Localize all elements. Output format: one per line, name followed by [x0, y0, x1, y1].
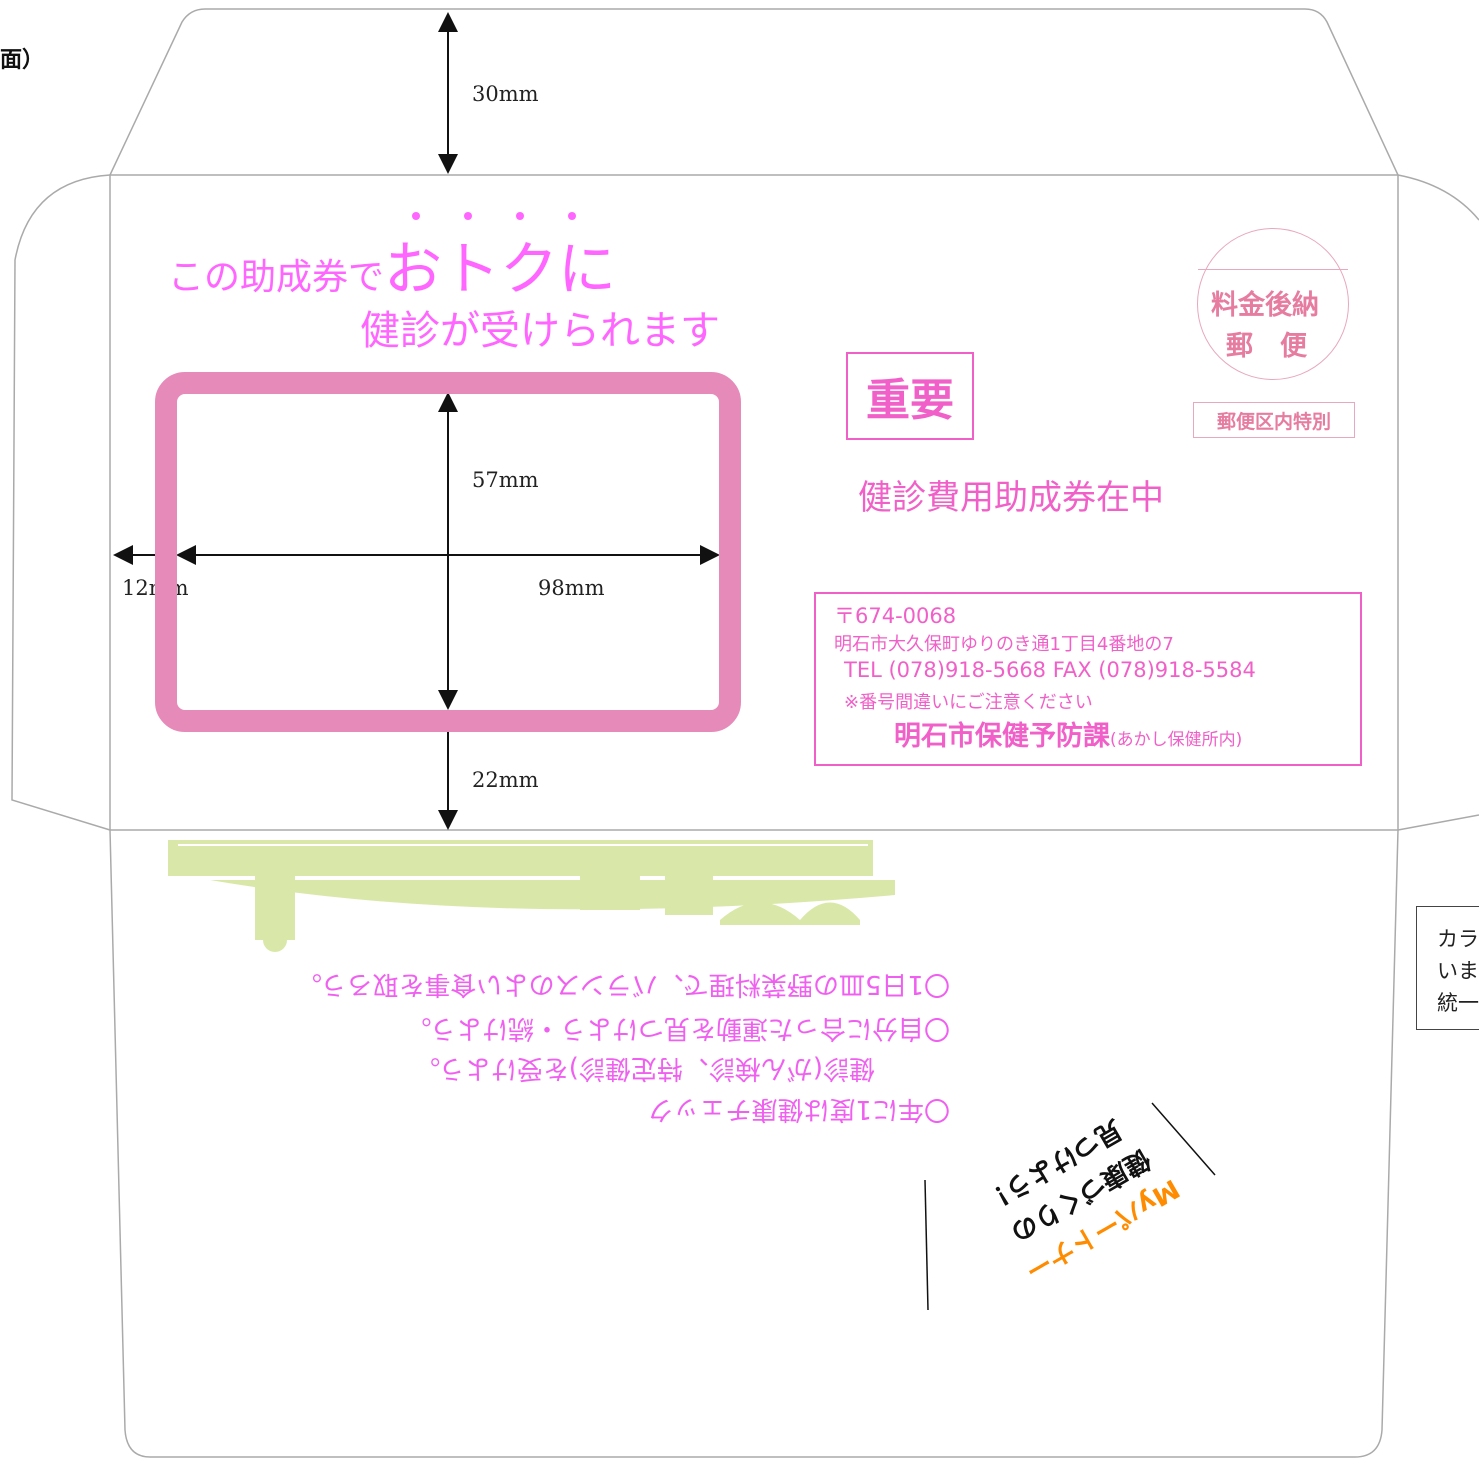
- city-illustration: [168, 840, 895, 952]
- health-tip-1: 〇1日5皿の野菜料理で、バランスのよい食事を取ろう。: [296, 969, 950, 999]
- health-tip-3: 健診(がん検診、特定健診)を受けよう。: [414, 1053, 875, 1083]
- stamp-line1: 料金後納: [1211, 290, 1319, 321]
- stamp-box: 郵便区内特別: [1193, 402, 1355, 438]
- left-flap-outline: [11, 174, 111, 831]
- headline-prefix: この助成券で: [168, 257, 385, 298]
- health-tip-4: 〇年に1度は健康チェック: [647, 1094, 950, 1124]
- stamp-line2: 郵 便: [1226, 331, 1307, 362]
- caution-note: ※番号間違いにご注意ください: [844, 692, 1093, 713]
- side-note-line2: いま: [1437, 959, 1479, 983]
- tag-line-right: [1151, 1102, 1216, 1176]
- sender-address: 明石市大久保町ゆりのき通1丁目4番地の7: [834, 634, 1174, 655]
- sender-address-box: 〒674-0068 明石市大久保町ゆりのき通1丁目4番地の7 TEL (078)…: [814, 592, 1362, 766]
- important-label: 重要: [846, 352, 974, 440]
- headline-emphasis: おトクに: [384, 235, 617, 303]
- bottom-margin-dimension: 22mm: [472, 768, 539, 792]
- postal-code: 〒674-0068: [834, 604, 957, 628]
- headline-line1: この助成券でおトクに: [168, 222, 616, 306]
- enclosure-text: 健診費用助成券在中: [858, 478, 1164, 518]
- page-label: 面）: [0, 48, 45, 73]
- department-name: 明石市保健予防課: [894, 721, 1110, 752]
- bottom-flap-outline: [109, 829, 1399, 1458]
- side-note-line1: カラ: [1437, 927, 1479, 951]
- department-line: 明石市保健予防課(あかし保健所内): [894, 714, 1242, 753]
- headline-line2: 健診が受けられます: [360, 308, 720, 354]
- side-note-line3: 統一: [1437, 991, 1479, 1015]
- department-note: (あかし保健所内): [1110, 730, 1243, 750]
- window-height-dimension: 57mm: [472, 468, 539, 492]
- side-note-box: カラ いま 統一: [1416, 906, 1479, 1030]
- health-tip-2: 〇自分に合った運動を見つけよう・続けよう。: [405, 1013, 950, 1043]
- top-flap-dimension: 30mm: [472, 82, 539, 106]
- address-window: [155, 372, 741, 732]
- emphasis-dots: [412, 212, 582, 224]
- window-width-dimension: 98mm: [538, 576, 605, 600]
- right-flap-outline: [1397, 174, 1479, 831]
- top-flap-outline: [109, 8, 1399, 176]
- tag-line-left: [924, 1179, 929, 1311]
- postage-stamp-circle: [1197, 228, 1349, 380]
- phone-fax: TEL (078)918-5668 FAX (078)918-5584: [844, 658, 1256, 682]
